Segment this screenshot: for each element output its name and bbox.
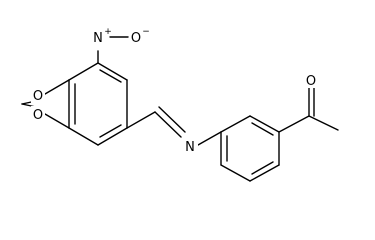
atom-ketone-o: O	[304, 72, 318, 89]
benzodioxole-ring	[68, 62, 128, 146]
atom-nitro-o: O −	[129, 27, 150, 46]
atom-dioxole-o-bottom: O	[31, 106, 45, 123]
nitro-n-label: N	[93, 31, 103, 46]
atom-dioxole-o-top: O	[31, 87, 45, 104]
nitro-o-charge: −	[142, 27, 150, 37]
nitro-n-charge: +	[104, 27, 112, 37]
nitro-group	[97, 36, 129, 64]
dioxole-o-bottom-label: O	[33, 108, 43, 123]
phenyl-ring	[220, 115, 280, 182]
structure-svg: N + O − O O N O	[21, 27, 339, 182]
ketone-o-label: O	[306, 74, 316, 89]
nitro-o-label: O	[131, 31, 141, 46]
imine-n-label: N	[185, 140, 195, 155]
imine-linker	[126, 106, 222, 146]
acetyl-group	[278, 85, 339, 133]
dioxole-bridge	[21, 79, 70, 129]
atom-imine-n: N	[183, 138, 198, 155]
molecule-diagram: N + O − O O N O	[21, 27, 339, 182]
dioxole-o-top-label: O	[33, 89, 43, 104]
atom-nitro-n: N +	[91, 27, 112, 46]
